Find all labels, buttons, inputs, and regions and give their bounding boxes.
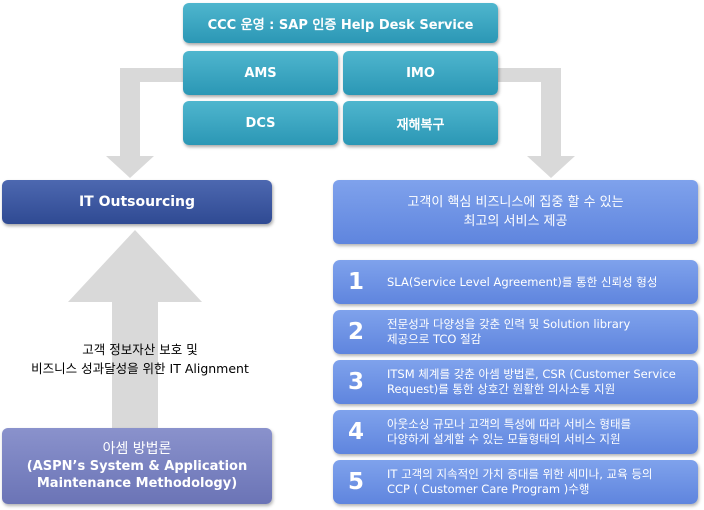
service-label-ams: AMS [244, 65, 277, 81]
upward-arrow [68, 230, 202, 428]
benefit-text-line2: 다양하게 설계할 수 있는 모듈형태의 서비스 지원 [387, 432, 621, 446]
benefit-text-line1: 아웃소싱 규모나 고객의 특성에 따라 서비스 형태를 [387, 417, 632, 431]
benefit-text: IT 고객의 지속적인 가치 증대를 위한 세미나, 교육 등의 CCP ( C… [387, 460, 690, 504]
benefit-number: 2 [347, 319, 364, 345]
service-label-disaster-recovery: 재해복구 [396, 117, 445, 133]
methodology-title: 아셈 방법론 [102, 440, 172, 457]
service-label-dcs: DCS [245, 115, 276, 131]
benefit-item-2: 2 전문성과 다양성을 갖춘 인력 및 Solution library 제공으… [333, 310, 698, 354]
right-elbow-arrow [498, 68, 575, 178]
benefit-text: ITSM 체계를 갖춘 아셈 방법론, CSR (Customer Servic… [387, 360, 690, 404]
ccc-header-box: CCC 운영 : SAP 인증 Help Desk Service [183, 3, 498, 43]
benefit-number: 5 [347, 469, 364, 495]
benefit-item-4: 4 아웃소싱 규모나 고객의 특성에 따라 서비스 형태를 다양하게 설계할 수… [333, 410, 698, 454]
headline-box: 고객이 핵심 비즈니스에 집중 할 수 있는 최고의 서비스 제공 [333, 180, 698, 244]
benefit-text-line1: 전문성과 다양성을 갖춘 인력 및 Solution library [387, 317, 631, 331]
benefit-text-line2: 제공으로 TCO 절감 [387, 332, 482, 346]
service-label-imo: IMO [406, 65, 435, 81]
service-box-ams: AMS [183, 51, 338, 95]
benefit-text-line2: Request)를 통한 상호간 원활한 의사소통 지원 [387, 382, 616, 396]
it-outsourcing-label: IT Outsourcing [78, 194, 196, 210]
benefit-item-5: 5 IT 고객의 지속적인 가치 증대를 위한 세미나, 교육 등의 CCP (… [333, 460, 698, 504]
benefit-text: 전문성과 다양성을 갖춘 인력 및 Solution library 제공으로 … [387, 310, 690, 354]
benefit-item-1: 1 SLA(Service Level Agreement)를 통한 신뢰성 형… [333, 260, 698, 304]
benefit-number: 1 [347, 269, 364, 295]
service-box-imo: IMO [343, 51, 498, 95]
benefit-text-line1: ITSM 체계를 갖춘 아셈 방법론, CSR (Customer Servic… [387, 367, 676, 381]
service-box-dcs: DCS [183, 101, 338, 145]
methodology-line2: (ASPN’s System & Application [26, 458, 248, 474]
benefit-item-3: 3 ITSM 체계를 갖춘 아셈 방법론, CSR (Customer Serv… [333, 360, 698, 404]
alignment-caption-line1: 고객 정보자산 보호 및 [82, 342, 198, 357]
benefit-text-line1: IT 고객의 지속적인 가치 증대를 위한 세미나, 교육 등의 [387, 467, 653, 481]
headline-line1: 고객이 핵심 비즈니스에 집중 할 수 있는 [407, 195, 624, 210]
ccc-header-title: CCC 운영 : SAP 인증 Help Desk Service [207, 17, 474, 33]
benefit-text: 아웃소싱 규모나 고객의 특성에 따라 서비스 형태를 다양하게 설계할 수 있… [387, 410, 690, 454]
alignment-caption-line2: 비즈니스 성과달성을 위한 IT Alignment [31, 361, 249, 376]
benefit-text-line1: SLA(Service Level Agreement)를 통한 신뢰성 형성 [387, 274, 658, 289]
alignment-caption: 고객 정보자산 보호 및 비즈니스 성과달성을 위한 IT Alignment [0, 340, 290, 378]
headline-line2: 최고의 서비스 제공 [463, 214, 568, 229]
methodology-box: 아셈 방법론 (ASPN’s System & Application Main… [2, 428, 272, 504]
benefit-text: SLA(Service Level Agreement)를 통한 신뢰성 형성 [387, 260, 690, 304]
benefit-number: 3 [347, 369, 364, 395]
methodology-line3: Maintenance Methodology) [36, 475, 238, 491]
benefit-number: 4 [347, 419, 364, 445]
service-box-disaster-recovery: 재해복구 [343, 101, 498, 145]
it-outsourcing-box: IT Outsourcing [2, 180, 272, 224]
benefit-text-line2: CCP ( Customer Care Program )수행 [387, 482, 590, 496]
left-elbow-arrow [106, 68, 183, 178]
